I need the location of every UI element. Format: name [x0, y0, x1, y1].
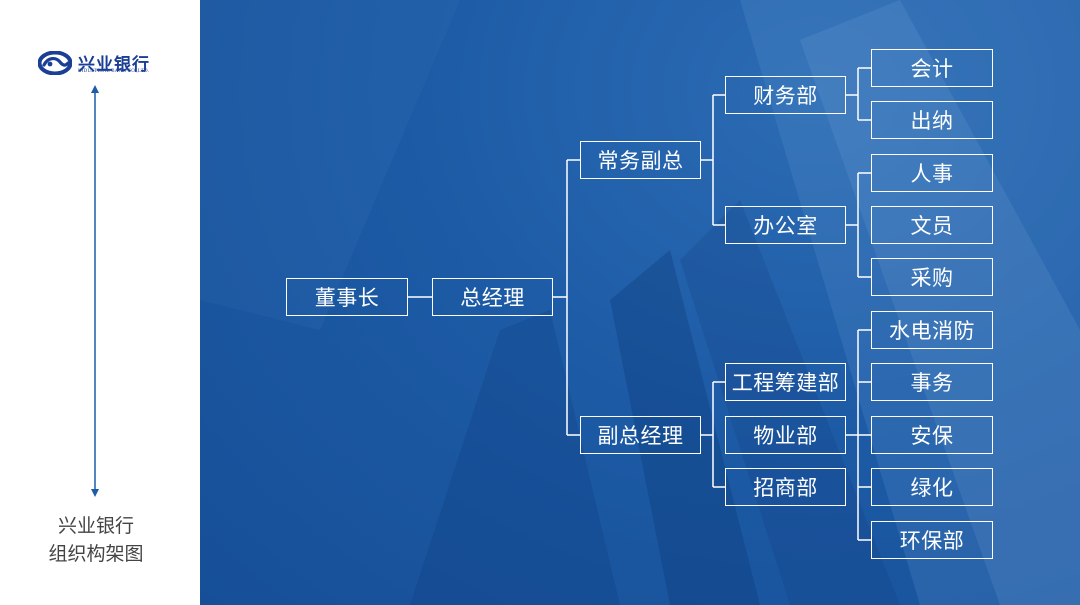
bank-logo-icon — [38, 51, 72, 75]
logo-text-en: INDUSTRIAL BANK CO.,LTD. — [78, 69, 150, 74]
node-office: 办公室 — [725, 206, 846, 244]
node-clerk: 文员 — [871, 206, 993, 244]
node-affairs: 事务 — [871, 363, 993, 401]
logo-text-cn: 兴业银行 — [78, 55, 150, 75]
node-merchant-dept: 招商部 — [725, 468, 846, 506]
caption-line-1: 兴业银行 — [57, 515, 134, 537]
sidebar: 兴业银行 INDUSTRIAL BANK CO.,LTD. 兴业银行 组织构架图 — [0, 0, 200, 605]
node-property-dept: 物业部 — [725, 416, 846, 454]
org-chart-panel: 董事长 总经理 常务副总 副总经理 财务部 办公室 工程筹建部 物业部 招商部 … — [200, 0, 1080, 605]
node-engineering-dept: 工程筹建部 — [725, 363, 846, 401]
node-water-power-fire: 水电消防 — [871, 311, 993, 349]
node-hr: 人事 — [871, 154, 993, 192]
node-procurement: 采购 — [871, 258, 993, 296]
vertical-arrow-line — [91, 85, 99, 497]
sidebar-caption: 兴业银行 组织构架图 — [0, 512, 192, 568]
building-background-image — [200, 0, 1080, 605]
arrow-down-icon — [91, 489, 99, 497]
node-general-manager: 总经理 — [432, 278, 553, 316]
node-finance-dept: 财务部 — [725, 76, 846, 114]
node-env-protection: 环保部 — [871, 521, 993, 559]
node-greening: 绿化 — [871, 468, 993, 506]
node-chairman: 董事长 — [286, 278, 408, 316]
caption-line-2: 组织构架图 — [48, 543, 144, 565]
node-security: 安保 — [871, 416, 993, 454]
node-accounting: 会计 — [871, 49, 993, 87]
node-executive-vp: 常务副总 — [580, 141, 701, 179]
node-cashier: 出纳 — [871, 101, 993, 139]
arrow-up-icon — [91, 85, 99, 93]
industrial-bank-logo: 兴业银行 INDUSTRIAL BANK CO.,LTD. — [38, 49, 168, 79]
org-chart-connectors — [408, 67, 871, 541]
node-deputy-gm: 副总经理 — [580, 416, 701, 454]
